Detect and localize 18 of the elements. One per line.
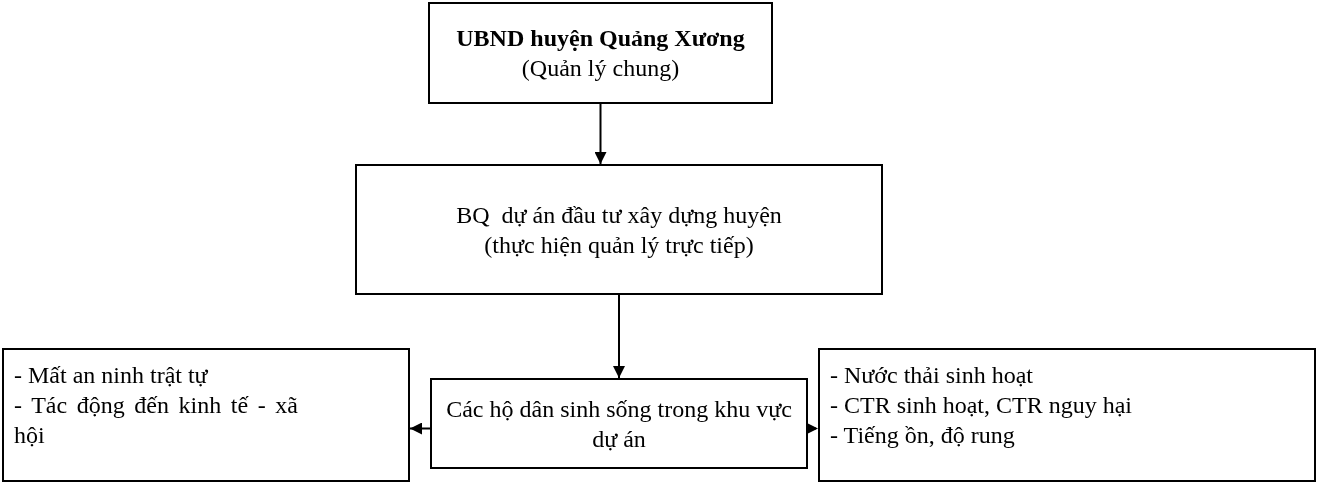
body-text: - Tác động đến kinh tế - xã hội xyxy=(14,391,298,450)
body-text: - Nước thải sinh hoạt xyxy=(830,361,1034,390)
arrow xyxy=(594,103,607,165)
body-text: - Mất an ninh trật tự xyxy=(14,361,209,390)
body-text: BQ dự án đầu tư xây dựng huyện xyxy=(455,200,783,230)
body-text: (Quản lý chung) xyxy=(520,54,681,83)
body-text: - CTR sinh hoạt, CTR nguy hại xyxy=(830,391,1133,420)
text-box xyxy=(355,164,883,295)
text-box xyxy=(428,2,773,104)
heading-text: UBND huyện Quảng Xương xyxy=(455,24,746,53)
arrow xyxy=(409,422,431,435)
text-box xyxy=(818,348,1316,482)
body-text: - Tiếng ồn, độ rung xyxy=(830,421,1016,450)
body-text: (thực hiện quản lý trực tiếp) xyxy=(483,230,755,260)
body-text: Các hộ dân sinh sống trong khu vực dự án xyxy=(445,394,793,454)
text-box xyxy=(430,378,808,469)
arrow xyxy=(613,294,625,379)
text-box xyxy=(2,348,410,482)
